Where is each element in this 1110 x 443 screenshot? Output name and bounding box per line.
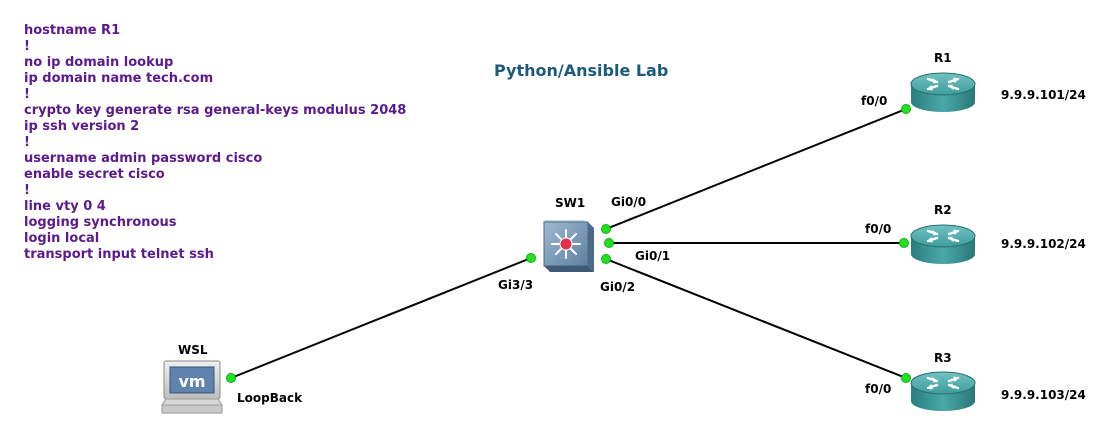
config-line: ip domain name tech.com: [24, 71, 214, 86]
config-line: !: [24, 135, 30, 150]
r2-label: R2: [934, 203, 952, 217]
config-line: line vty 0 4: [24, 199, 106, 214]
router-icon: [910, 72, 976, 112]
wsl-interface-label: LoopBack: [237, 391, 303, 405]
port-dot-sw1-gi3-3: [526, 253, 536, 263]
port-dot-r2-f0-0: [899, 238, 909, 248]
sw1-port-gi0-0-label: Gi0/0: [611, 195, 647, 209]
r2-interface-label: f0/0: [865, 222, 892, 236]
sw1-label: SW1: [555, 196, 586, 210]
links: [230, 108, 907, 379]
workstation-wsl[interactable]: vm: [161, 360, 223, 414]
r1-interface-label: f0/0: [861, 94, 888, 108]
config-line: enable secret cisco: [24, 167, 165, 182]
switch-sw1[interactable]: [543, 220, 594, 272]
sw1-port-gi0-2-label: Gi0/2: [600, 280, 636, 294]
config-line: transport input telnet ssh: [24, 247, 214, 262]
router-r2[interactable]: [910, 224, 976, 264]
port-dot-r3-f0-0: [901, 373, 911, 383]
link-sw1-r1: [605, 108, 907, 230]
r3-label: R3: [934, 351, 952, 365]
config-line: ip ssh version 2: [24, 119, 140, 134]
config-line: hostname R1: [24, 23, 121, 38]
config-line: username admin password cisco: [24, 151, 263, 166]
port-dots: [226, 104, 911, 383]
wsl-label: WSL: [178, 343, 208, 357]
r3-interface-label: f0/0: [865, 382, 892, 396]
router-icon: [910, 371, 976, 411]
router-icon: [910, 224, 976, 264]
config-line: !: [24, 39, 30, 54]
config-line: logging synchronous: [24, 215, 177, 230]
diagram-title: Python/Ansible Lab: [494, 61, 669, 80]
config-line: login local: [24, 231, 100, 246]
sw1-port-gi0-1-label: Gi0/1: [635, 249, 671, 263]
vm-logo: vm: [178, 372, 205, 391]
port-dot-sw1-gi0-0: [601, 224, 611, 234]
link-sw1-r3: [605, 258, 907, 379]
r1-label: R1: [934, 51, 952, 65]
config-line: crypto key generate rsa general-keys mod…: [24, 103, 407, 118]
workstation-icon: vm: [161, 360, 223, 414]
r1-ip-label: 9.9.9.101/24: [1001, 88, 1086, 102]
switch-icon: [543, 220, 594, 272]
sw1-port-gi3-3-label: Gi3/3: [498, 278, 534, 292]
r2-ip-label: 9.9.9.102/24: [1001, 237, 1086, 251]
port-dot-wsl-loopback: [226, 373, 236, 383]
config-line: !: [24, 183, 30, 198]
router-r1[interactable]: [910, 72, 976, 112]
port-dot-r1-f0-0: [901, 104, 911, 114]
r3-ip-label: 9.9.9.103/24: [1001, 388, 1086, 402]
config-line: no ip domain lookup: [24, 55, 174, 70]
port-dot-sw1-gi0-2: [601, 254, 611, 264]
router-r3[interactable]: [910, 371, 976, 411]
port-dot-sw1-gi0-1: [604, 238, 614, 248]
link-sw1-wsl: [230, 257, 532, 379]
config-line: !: [24, 87, 30, 102]
